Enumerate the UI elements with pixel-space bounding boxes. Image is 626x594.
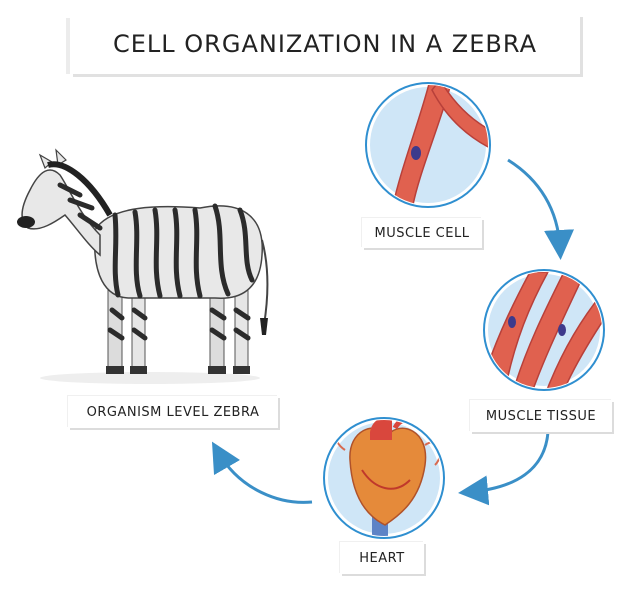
nucleus-icon [411,146,421,160]
heart-label: HEART [340,542,424,574]
arrow-icon [507,158,575,260]
muscle-tissue-label: MUSCLE TISSUE [470,400,612,432]
zebra-illustration [17,148,269,384]
heart-icon [323,417,445,539]
muscle-cell-icon [365,82,491,208]
muscle-tissue-icon [483,269,605,391]
arrow-icon [458,431,550,506]
page-title: CELL ORGANIZATION IN A ZEBRA [70,14,580,74]
arrow-icon [211,441,313,504]
muscle-cell-label: MUSCLE CELL [362,218,482,248]
organism-label: ORGANISM LEVEL ZEBRA [68,396,278,428]
